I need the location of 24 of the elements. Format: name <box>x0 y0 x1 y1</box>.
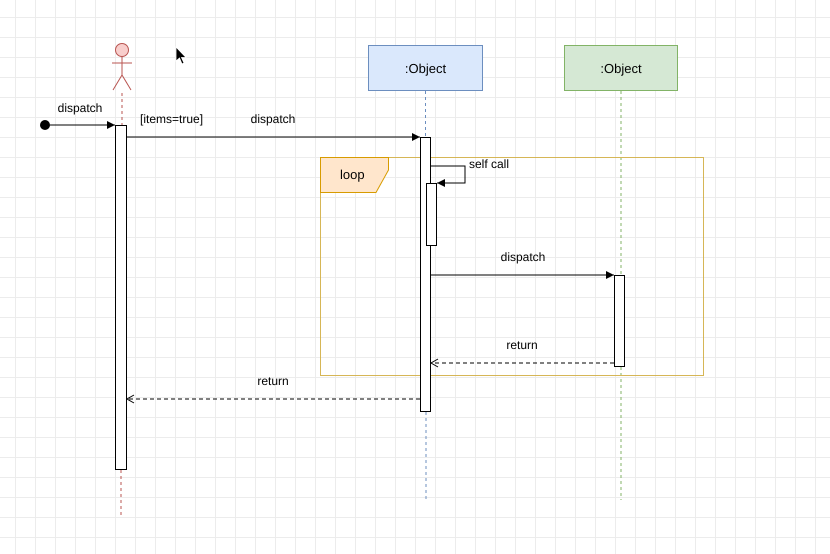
guard-condition: [items=true] <box>140 112 204 126</box>
edge-label: dispatch <box>58 101 102 115</box>
message-arrow <box>126 133 420 141</box>
message-arrow <box>430 271 614 279</box>
lifeline <box>425 90 426 138</box>
activation-bar <box>420 137 431 412</box>
return-arrow <box>430 358 614 368</box>
start-dot <box>40 120 50 130</box>
activation-bar <box>115 125 127 470</box>
activation-bar <box>426 183 437 246</box>
edge-label: return <box>257 374 289 388</box>
lifeline-header: :Object <box>368 45 483 91</box>
edge-label: return <box>506 338 538 352</box>
activation-bar <box>614 275 625 367</box>
message-arrow <box>50 121 116 129</box>
loop-frame <box>320 157 704 376</box>
edge-label: dispatch <box>500 250 546 264</box>
lifeline <box>620 90 622 276</box>
edge-label: self call <box>469 157 510 171</box>
loop-label: loop <box>320 157 389 193</box>
edge-label: dispatch <box>250 112 296 126</box>
lifeline-header: :Object <box>564 45 678 91</box>
message-arrow <box>430 166 466 187</box>
return-arrow <box>126 394 420 404</box>
